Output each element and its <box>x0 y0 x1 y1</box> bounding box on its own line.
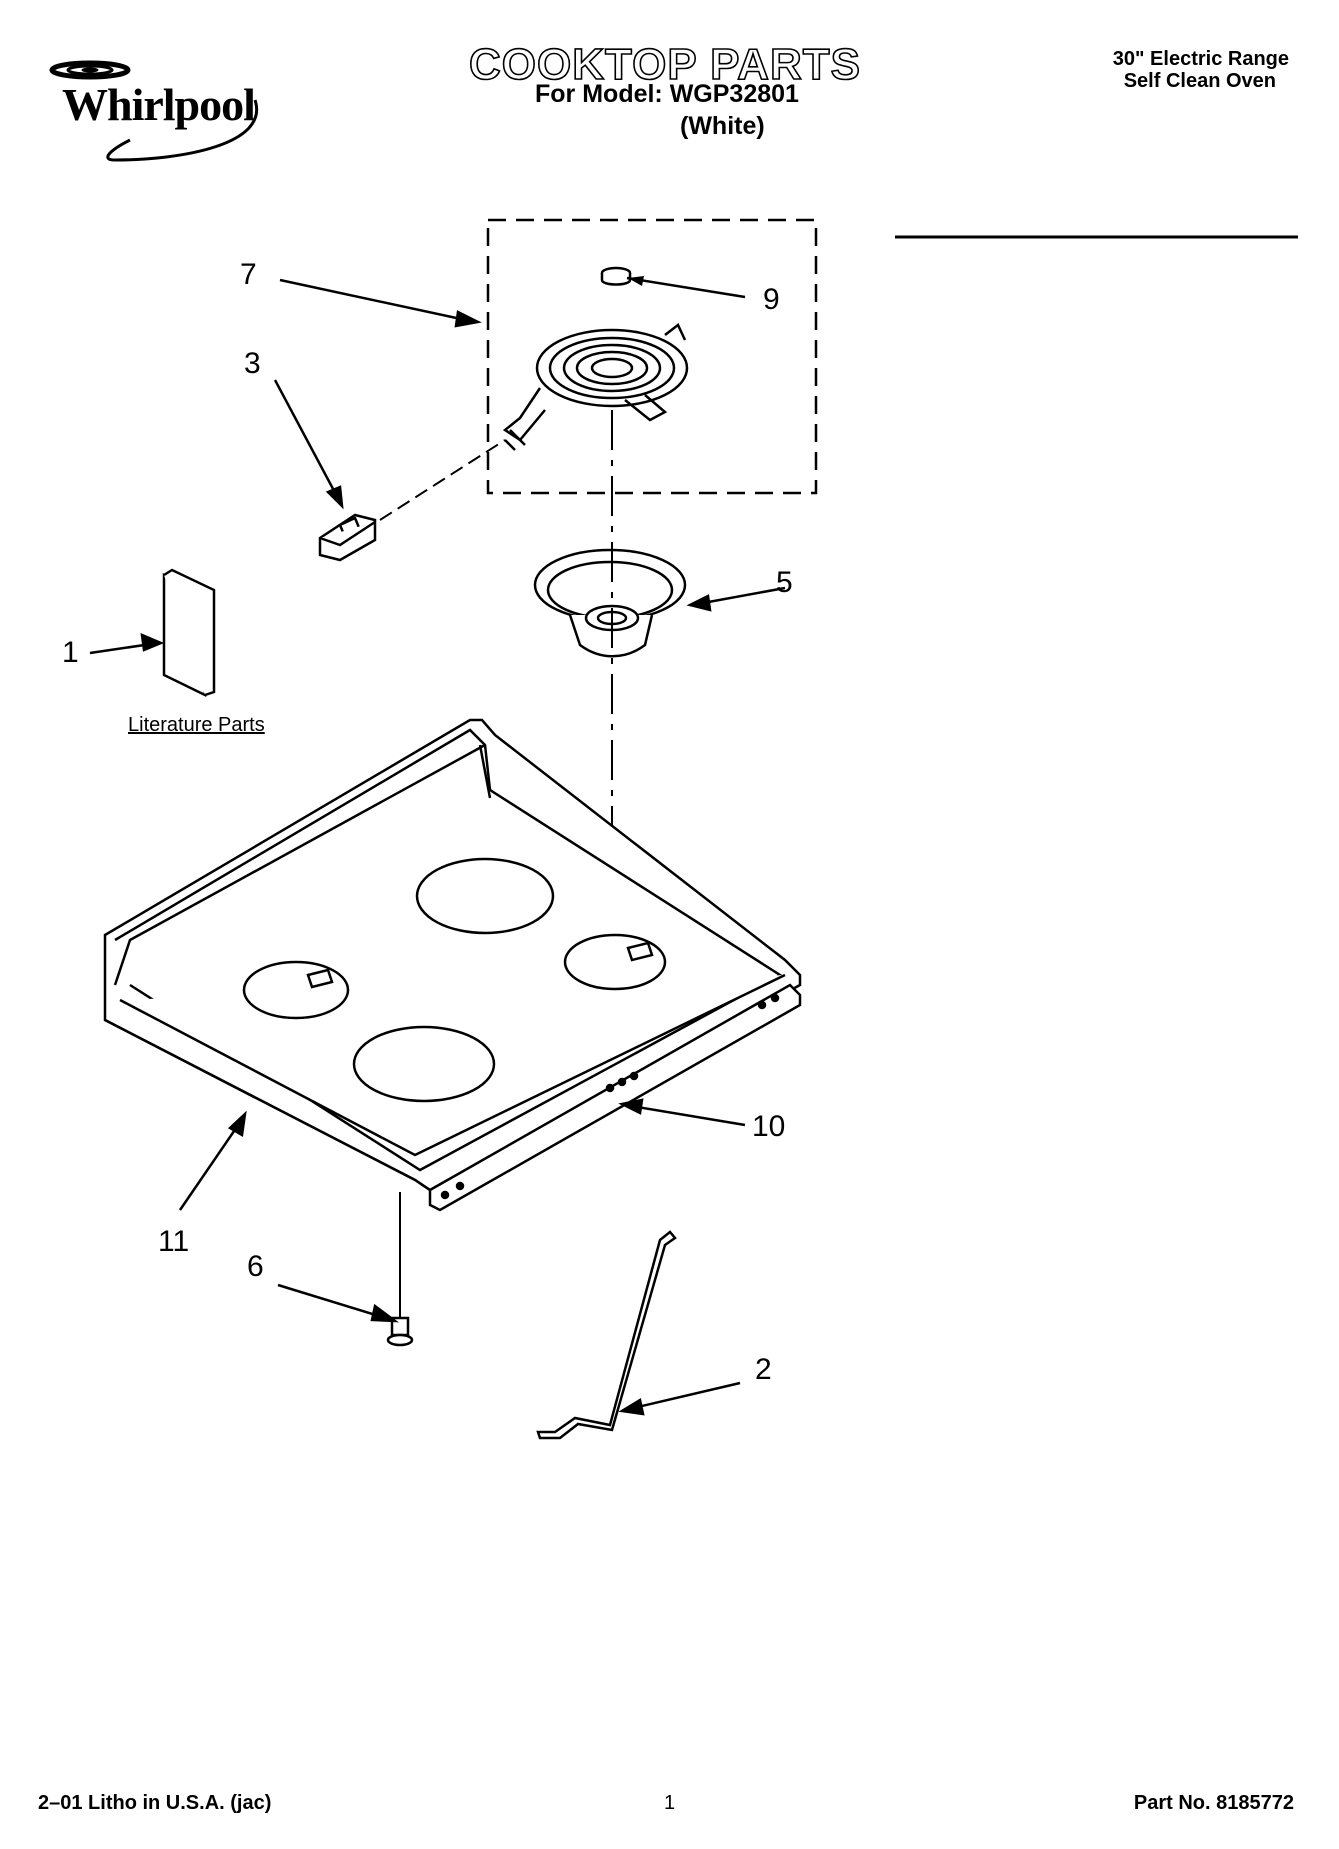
footer-page-number: 1 <box>664 1792 676 1814</box>
callout-11: 11 <box>158 1225 190 1258</box>
burner-group-dashed-box <box>486 218 818 495</box>
part-7-surface-element <box>502 323 689 451</box>
callout-6: 6 <box>247 1250 264 1283</box>
callout-5: 5 <box>776 566 793 599</box>
part-6-screw <box>386 1192 414 1347</box>
part-1-literature <box>162 568 216 698</box>
product-spec-line-1: 30" Electric Range <box>1112 48 1289 70</box>
brand-logo: Whirlpool <box>62 79 256 130</box>
page-title: COOKTOP PARTS <box>468 39 861 90</box>
callout-2: 2 <box>755 1353 772 1386</box>
callout-9: 9 <box>763 283 780 316</box>
part-3-terminal-block <box>318 513 377 562</box>
part-11-cooktop <box>103 718 802 1192</box>
part-5-drip-bowl <box>533 548 687 658</box>
callout-10: 10 <box>752 1110 786 1143</box>
product-spec-line-2: Self Clean Oven <box>1123 70 1276 92</box>
part-10-trim-strip <box>428 983 802 1212</box>
model-number: For Model: WGP32801 <box>535 80 799 108</box>
part-9-element-cap <box>600 266 632 286</box>
model-color: (White) <box>680 112 765 140</box>
leader-lines <box>89 278 786 1416</box>
callout-1: 1 <box>62 636 79 669</box>
callout-7: 7 <box>240 258 257 291</box>
callout-3: 3 <box>244 347 261 380</box>
literature-parts-label: Literature Parts <box>128 714 265 736</box>
footer-part-number: Part No. 8185772 <box>1133 1792 1294 1814</box>
footer-print-info: 2–01 Litho in U.S.A. (jac) <box>38 1792 272 1814</box>
whirlpool-swirl-icon <box>49 60 259 162</box>
part-2-support-rod <box>536 1230 677 1440</box>
